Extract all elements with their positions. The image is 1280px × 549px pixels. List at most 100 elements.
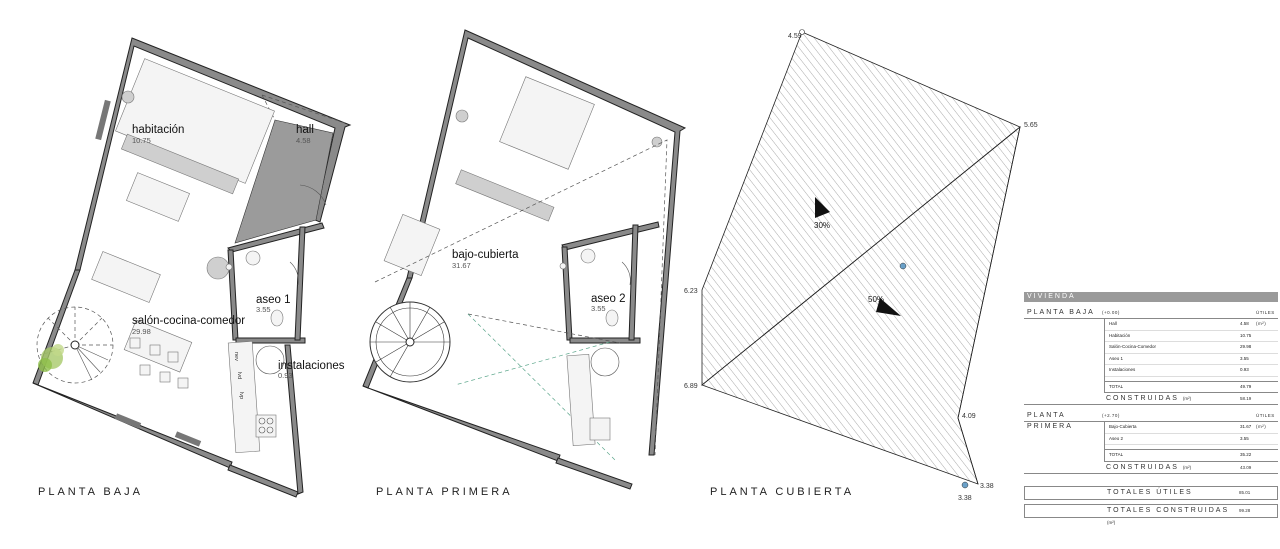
column	[651, 136, 663, 148]
plant-icon	[38, 344, 64, 372]
hob-ring	[258, 426, 266, 434]
kitchen-counter	[227, 340, 261, 454]
level-bottom-b: 3.38	[958, 495, 972, 502]
washer-label: lvp	[238, 392, 244, 399]
hob-ring	[266, 417, 274, 425]
aseo2-door-swing	[621, 261, 631, 286]
area-table: VIVIENDA PLANTA BAJA (+0.00) ÚTILES (m²)…	[1024, 292, 1278, 525]
sheet-title-first: PLANTA PRIMERA	[376, 486, 513, 498]
sheet-title-roof: PLANTA CUBIERTA	[710, 486, 854, 498]
drain-icon	[559, 262, 567, 270]
section-first: PLANTA PRIMERA (+2.70) ÚTILES (m²)	[1024, 410, 1278, 430]
roof-plan: 30% 50% 4.59 5.65 6.23 6.89 4.09 3.38 3.…	[684, 29, 1038, 502]
section-unit: ÚTILES (m²)	[1256, 310, 1275, 326]
wardrobe	[455, 169, 555, 222]
table-row: Bajo-Cubierta 31.67	[1105, 422, 1278, 434]
row-name: Hall	[1109, 321, 1117, 326]
sofa-small	[126, 172, 190, 222]
chair	[177, 377, 189, 389]
section-unit: ÚTILES (m²)	[1256, 413, 1275, 429]
room-area-aseo1: 3.55	[256, 305, 271, 314]
row-value: 3.55	[1240, 355, 1249, 361]
toilet	[605, 309, 619, 327]
built-row-ground: CONSTRUIDAS (m²) 58.19	[1024, 393, 1278, 405]
total-label: TOTAL	[1109, 452, 1124, 457]
vent-icon	[899, 262, 907, 270]
section-title: PLANTA PRIMERA	[1027, 412, 1073, 430]
table-row: Habitación 10.75	[1105, 331, 1278, 342]
row-value: 31.67	[1240, 424, 1252, 429]
row-name: Aseo 2	[1109, 435, 1124, 441]
hall-floor	[234, 119, 334, 244]
built-value: 43.09	[1240, 464, 1252, 470]
window	[95, 99, 111, 141]
grand-useful-label: TOTALES ÚTILES	[1107, 488, 1193, 496]
chair	[167, 351, 179, 363]
slope-arrow-lower	[876, 298, 901, 316]
section-level: (+2.70)	[1102, 413, 1120, 418]
sheet-title-ground: PLANTA BAJA	[38, 486, 143, 498]
aseo1-door-swing	[289, 261, 299, 286]
wardrobe	[120, 133, 240, 195]
room-area-salon: 29.98	[132, 327, 151, 336]
first-inner-wall-4	[628, 224, 639, 341]
column-top	[121, 90, 135, 104]
roof-vertex	[799, 29, 805, 35]
drain-icon	[225, 263, 233, 271]
ground-east-wall-2	[284, 344, 304, 495]
row-name: Habitación	[1109, 332, 1131, 338]
total-value: 49.79	[1240, 383, 1252, 389]
drain-icon	[961, 481, 969, 489]
room-area-hall: 4.58	[296, 136, 311, 145]
room-label-hall: hall	[296, 124, 314, 136]
table-row: Instalaciones 0.93	[1105, 365, 1278, 377]
row-name: Bajo-Cubierta	[1109, 424, 1137, 429]
built-label: CONSTRUIDAS	[1106, 463, 1179, 471]
built-row-first: CONSTRUIDAS (m²) 43.09	[1024, 462, 1278, 474]
ground-floor-plan: habitación 10.75 hall 4.58 aseo 1 3.55 s…	[32, 37, 352, 498]
total-label: TOTAL	[1109, 383, 1124, 389]
room-area-instalaciones: 0.93	[278, 371, 293, 380]
section-title: PLANTA BAJA	[1027, 309, 1095, 316]
ground-inner-wall-4	[294, 226, 306, 341]
washbasin	[580, 248, 596, 264]
slope-arrow-upper	[815, 197, 830, 218]
window	[114, 413, 142, 429]
grand-useful-value: 85.01	[1239, 489, 1251, 495]
room-label-aseo1: aseo 1	[256, 294, 291, 306]
room-area-bajo-cubierta: 31.67	[452, 261, 471, 270]
hob	[589, 417, 611, 441]
level-top: 4.59	[788, 33, 802, 40]
ground-inner-wall-3	[235, 337, 306, 344]
room-label-salon: salón-cocina-comedor	[132, 315, 245, 327]
toilet	[270, 309, 284, 327]
grand-total-useful: TOTALES ÚTILES 85.01	[1024, 485, 1278, 500]
fridge-label: nev	[233, 352, 239, 361]
row-name: Instalaciones	[1109, 367, 1136, 372]
column-mid	[206, 256, 230, 280]
column	[455, 109, 469, 123]
sofa	[91, 251, 161, 303]
table-header: VIVIENDA	[1024, 292, 1278, 302]
row-value: 0.93	[1240, 367, 1249, 372]
row-value: 10.75	[1240, 332, 1252, 338]
grand-total-built: TOTALES CONSTRUIDAS (m²) 99.28	[1024, 503, 1278, 525]
first-inner-wall-2	[561, 246, 573, 341]
chair	[139, 364, 151, 376]
hob-ring	[266, 426, 274, 434]
built-unit: (m²)	[1182, 464, 1192, 470]
room-label-habitacion: habitación	[132, 124, 184, 136]
ground-east-wall	[227, 464, 299, 498]
level-lower-right: 4.09	[962, 413, 976, 420]
desk	[383, 213, 441, 277]
slope-label-upper: 30%	[814, 221, 830, 230]
total-row: TOTAL 49.79	[1105, 380, 1278, 393]
